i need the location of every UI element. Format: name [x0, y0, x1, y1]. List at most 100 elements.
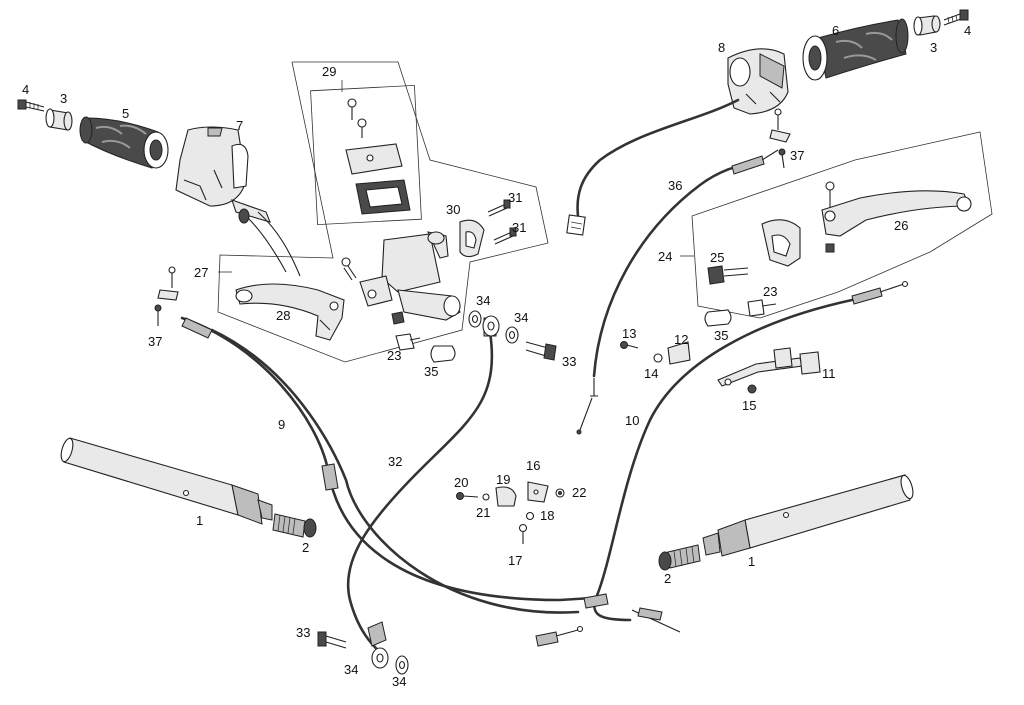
label-4: 4 [964, 23, 971, 38]
lever-26 [821, 181, 972, 253]
washer-34e [395, 655, 409, 675]
label-33: 33 [562, 354, 576, 369]
bracket-16 [527, 481, 549, 503]
label-26: 26 [894, 218, 908, 233]
bar-weight-cap-3-left [45, 108, 73, 131]
label-30: 30 [446, 202, 460, 217]
cable-9 [180, 316, 594, 614]
reservoir-cap-box [310, 84, 422, 226]
screw-17 [518, 523, 528, 544]
bracket-11 [717, 347, 821, 387]
label-35: 35 [424, 364, 438, 379]
rubber-35-left [430, 345, 456, 363]
switch-23-right [747, 299, 777, 317]
label-36: 36 [668, 178, 682, 193]
handlebar-right [702, 474, 914, 557]
bolt-37-right [769, 108, 791, 169]
label-28: 28 [276, 308, 290, 323]
label-9: 9 [278, 417, 285, 432]
label-29: 29 [322, 64, 336, 79]
label-17: 17 [508, 553, 522, 568]
clip-12 [667, 341, 691, 365]
washer-21 [482, 493, 490, 501]
label-34: 34 [344, 662, 358, 677]
banjo-bolt-33-bottom [317, 631, 347, 649]
switch-8-wire [566, 98, 740, 236]
bolt-37-left [154, 266, 179, 326]
part-labels: 1 1 2 2 3 3 4 4 5 6 7 8 9 10 11 12 13 14… [22, 23, 971, 689]
label-5: 5 [122, 106, 129, 121]
hose-end-fitting [367, 621, 584, 647]
label-34: 34 [514, 310, 528, 325]
cable-10 [583, 280, 909, 633]
label-21: 21 [476, 505, 490, 520]
label-34: 34 [476, 293, 490, 308]
label-31: 31 [508, 190, 522, 205]
grip-6-right [802, 18, 909, 81]
label-14: 14 [644, 366, 658, 381]
lever-mount-24 [761, 219, 801, 267]
screw-31b [493, 227, 517, 245]
label-3: 3 [60, 91, 67, 106]
label-25: 25 [710, 250, 724, 265]
label-1: 1 [196, 513, 203, 528]
label-31: 31 [512, 220, 526, 235]
reservoir-diaphragm [355, 179, 411, 215]
nut-22 [555, 488, 565, 498]
reservoir-cap [345, 143, 403, 175]
label-37: 37 [790, 148, 804, 163]
screw-31a [487, 199, 511, 217]
handlebar-left [60, 437, 273, 525]
switch-housing-7-left [175, 126, 271, 224]
washer-34a [468, 310, 482, 328]
cable-36 [576, 149, 779, 435]
switch-23-left [395, 333, 421, 351]
label-34: 34 [392, 674, 406, 689]
label-2: 2 [664, 571, 671, 586]
bar-weight-cap-3-right [913, 15, 941, 36]
label-23: 23 [763, 284, 777, 299]
screw-20 [456, 492, 479, 500]
label-22: 22 [572, 485, 586, 500]
label-11: 11 [822, 366, 836, 381]
clamp-30 [459, 219, 485, 258]
label-37: 37 [148, 334, 162, 349]
label-32: 32 [388, 454, 402, 469]
label-19: 19 [496, 472, 510, 487]
label-15: 15 [742, 398, 756, 413]
washer-34c [505, 326, 519, 344]
label-23: 23 [387, 348, 401, 363]
nut-master-cylinder [391, 311, 405, 325]
clip-19 [495, 486, 517, 507]
label-16: 16 [526, 458, 540, 473]
leader-lines [218, 80, 694, 273]
bolt-4-right [943, 9, 969, 26]
bolt-near-master-cylinder [341, 257, 357, 281]
bar-end-weight-left [272, 513, 317, 538]
label-33: 33 [296, 625, 310, 640]
label-7: 7 [236, 118, 243, 133]
reservoir-screw [347, 98, 367, 138]
label-3: 3 [930, 40, 937, 55]
bar-end-weight-right [658, 544, 701, 571]
switch-housing-8-right [727, 48, 789, 115]
washer-34d [371, 647, 389, 669]
washer-18 [525, 511, 535, 521]
screw-13 [620, 341, 639, 349]
label-13: 13 [622, 326, 636, 341]
label-6: 6 [832, 23, 839, 38]
label-1: 1 [748, 554, 755, 569]
grip-5-left [79, 116, 169, 169]
nut-15 [747, 384, 757, 394]
label-35: 35 [714, 328, 728, 343]
label-2: 2 [302, 540, 309, 555]
master-cylinder-group-outline [217, 61, 549, 363]
washer-34b [482, 315, 500, 337]
brake-lever-28 [235, 283, 345, 341]
label-24: 24 [658, 249, 672, 264]
bolt-25 [707, 265, 749, 285]
switch-7-wires [247, 211, 301, 277]
rubber-35-right [704, 309, 732, 327]
banjo-bolt-33-top [525, 341, 557, 361]
